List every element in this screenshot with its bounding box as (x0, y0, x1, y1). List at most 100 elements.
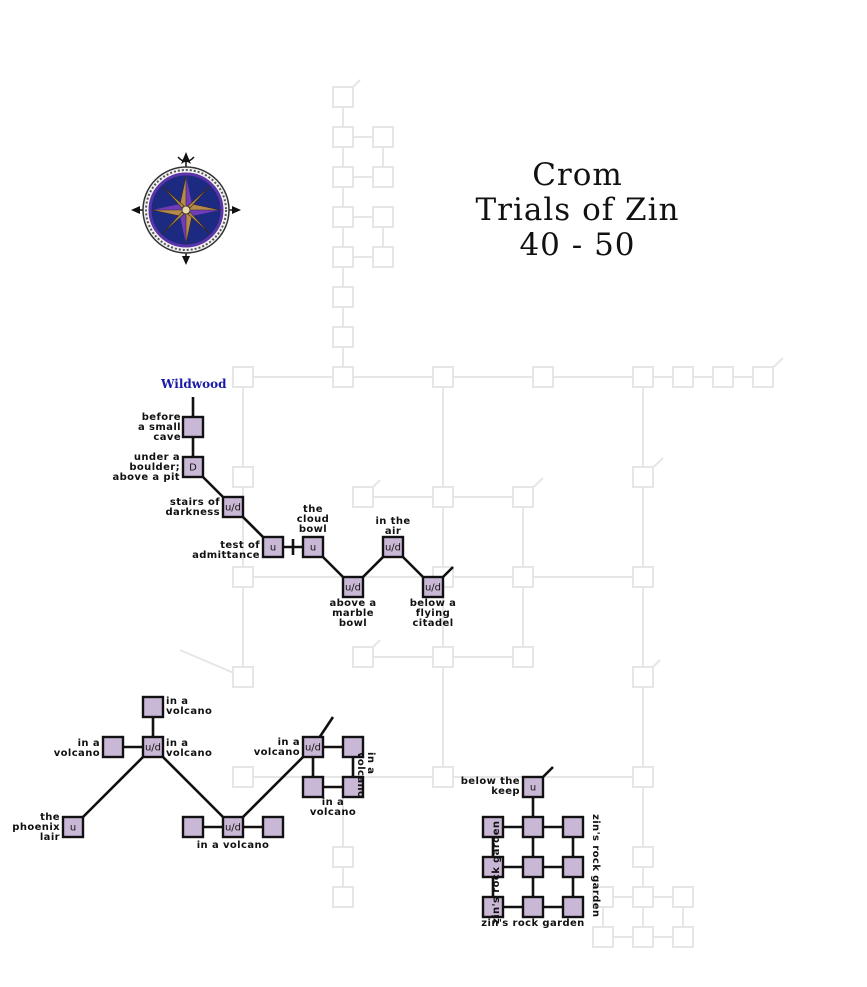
room-zin-2[interactable] (521, 815, 545, 839)
background-room (512, 486, 534, 508)
room-test-of-admittance[interactable]: u (261, 535, 285, 559)
room-volcano-top[interactable] (141, 695, 165, 719)
room-exit-mark: u/d (225, 503, 241, 514)
room-volcano-right[interactable]: u/d (301, 735, 325, 759)
background-room (512, 566, 534, 588)
background-room (232, 666, 254, 688)
room-volcano-right-east[interactable] (341, 735, 365, 759)
background-room (632, 926, 654, 948)
entry-label-wildwood[interactable]: Wildwood (161, 377, 227, 391)
label-in-the-air: in the air (375, 516, 411, 537)
label-volcano-top: in a volcano (166, 696, 213, 717)
background-room (332, 246, 354, 268)
background-room (372, 126, 394, 148)
background-room (432, 766, 454, 788)
label-volcano-under: in a volcano (309, 797, 357, 818)
background-room (672, 926, 694, 948)
rooms: Du/d u u u/d u/d u/d u/d u u/d u/d u (61, 415, 585, 919)
room-zin-3[interactable] (561, 815, 585, 839)
room-exit-mark: u (270, 543, 276, 554)
map-title: Crom Trials of Zin 40 - 50 (440, 158, 715, 263)
room-before-cave[interactable] (181, 415, 205, 439)
room-exit-mark: u (310, 543, 316, 554)
label-marble-bowl: above a marble bowl (329, 598, 377, 629)
room-exit-mark: u (70, 823, 76, 834)
label-flying-citadel: below a flying citadel (409, 598, 457, 629)
room-volcano-right-south[interactable] (301, 775, 325, 799)
room-volcano-center[interactable]: u/d (141, 735, 165, 759)
title-line-name: Trials of Zin (475, 192, 680, 228)
room-exit-mark: D (189, 463, 197, 474)
background-room (712, 366, 734, 388)
background-room (632, 886, 654, 908)
label-volcano-center: in a volcano (166, 738, 213, 759)
room-zin-8[interactable] (521, 895, 545, 919)
background-room (332, 286, 354, 308)
room-exit-mark: u/d (385, 543, 401, 554)
room-zin-9[interactable] (561, 895, 585, 919)
room-exit-mark: u/d (425, 583, 441, 594)
room-exit-mark: u (530, 783, 536, 794)
background-room (352, 486, 374, 508)
background-room (332, 126, 354, 148)
room-exit-mark: u/d (345, 583, 361, 594)
room-link (72, 746, 154, 828)
background-room (352, 646, 374, 668)
room-flying-citadel[interactable]: u/d (421, 575, 445, 599)
label-volcano-left: in a volcano (53, 738, 100, 759)
room-zin-5[interactable] (521, 855, 545, 879)
background-room (432, 646, 454, 668)
background-room (332, 86, 354, 108)
room-exit-mark: u/d (305, 743, 321, 754)
background-room (332, 326, 354, 348)
room-link (152, 746, 234, 828)
room-stairs-of-darkness[interactable]: u/d (221, 495, 245, 519)
room-cloud-bowl[interactable]: u (301, 535, 325, 559)
room-in-the-air[interactable]: u/d (381, 535, 405, 559)
background-room (592, 886, 614, 908)
room-under-boulder[interactable]: D (181, 455, 205, 479)
background-room (672, 366, 694, 388)
room-exit-mark: u/d (145, 743, 161, 754)
label-volcano-right: in a volcano (253, 737, 300, 758)
room-zin-1[interactable] (481, 815, 505, 839)
background-room (632, 366, 654, 388)
title-line-area: Crom (532, 157, 623, 193)
background-room (332, 846, 354, 868)
background-room (232, 466, 254, 488)
background-room (752, 366, 774, 388)
label-zins-rock-garden-right: zin's rock garden (590, 814, 601, 918)
title-line-levels: 40 - 50 (519, 227, 636, 263)
label-before-cave: before a small cave (137, 412, 181, 443)
background-room (672, 886, 694, 908)
label-zins-rock-garden-left: zin's rock garden (491, 820, 502, 924)
room-volcano-bottom-right[interactable] (261, 815, 285, 839)
label-under-boulder: under a boulder; above a pit (112, 452, 180, 483)
label-cloud-bowl: the cloud bowl (296, 504, 330, 535)
label-phoenix-lair: the phoenix lair (12, 812, 60, 843)
background-room (232, 366, 254, 388)
label-below-the-keep: below the keep (460, 776, 520, 797)
room-zin-4[interactable] (481, 855, 505, 879)
background-room (232, 566, 254, 588)
background-room (332, 206, 354, 228)
background-room (592, 926, 614, 948)
room-marble-bowl[interactable]: u/d (341, 575, 365, 599)
room-zin-6[interactable] (561, 855, 585, 879)
room-volcano-right-southeast[interactable] (341, 775, 365, 799)
room-below-the-keep[interactable]: u (521, 775, 545, 799)
background-rooms (232, 86, 774, 948)
background-room (512, 646, 534, 668)
room-zin-7[interactable] (481, 895, 505, 919)
background-room (532, 366, 554, 388)
background-room (372, 206, 394, 228)
room-volcano-left[interactable] (101, 735, 125, 759)
background-room (372, 246, 394, 268)
room-phoenix-lair[interactable]: u (61, 815, 85, 839)
background-room (372, 166, 394, 188)
room-volcano-bottom-left[interactable] (181, 815, 205, 839)
background-room (232, 766, 254, 788)
label-stairs-of-darkness: stairs of darkness (165, 497, 220, 518)
room-volcano-bottom[interactable]: u/d (221, 815, 245, 839)
